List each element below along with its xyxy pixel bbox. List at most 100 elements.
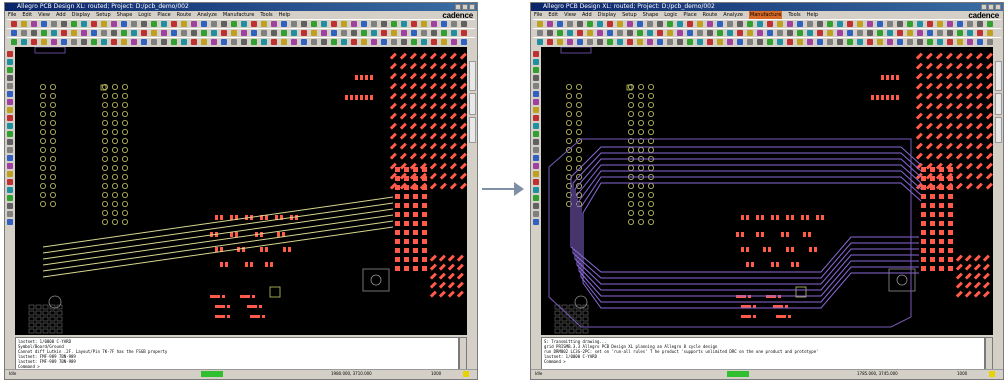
toolbar-icon[interactable] — [201, 21, 207, 27]
toolbar-icon[interactable] — [51, 39, 57, 45]
toolbar-icon[interactable] — [201, 39, 207, 45]
menu-display[interactable]: Display — [71, 12, 91, 18]
find-tab[interactable] — [469, 93, 476, 115]
toolbar-icon[interactable] — [221, 39, 227, 45]
side-tool-icon[interactable] — [7, 211, 13, 217]
toolbar-icon[interactable] — [817, 39, 823, 45]
toolbar-icon[interactable] — [877, 39, 883, 45]
toolbar-icon[interactable] — [31, 39, 37, 45]
toolbar-icon[interactable] — [371, 30, 377, 36]
toolbar-icon[interactable] — [797, 39, 803, 45]
toolbar-icon[interactable] — [111, 39, 117, 45]
options-tab[interactable] — [995, 61, 1002, 91]
toolbar-icon[interactable] — [361, 30, 367, 36]
toolbar-icon[interactable] — [231, 30, 237, 36]
toolbar-icon[interactable] — [301, 30, 307, 36]
toolbar-icon[interactable] — [61, 21, 67, 27]
visibility-tab[interactable] — [469, 117, 476, 143]
toolbar-icon[interactable] — [131, 21, 137, 27]
toolbar-icon[interactable] — [887, 39, 893, 45]
console-scrollbar[interactable] — [459, 337, 467, 371]
toolbar-icon[interactable] — [737, 21, 743, 27]
toolbar-icon[interactable] — [441, 39, 447, 45]
toolbar-icon[interactable] — [897, 39, 903, 45]
toolbar-icon[interactable] — [647, 21, 653, 27]
toolbar-icon[interactable] — [251, 30, 257, 36]
side-tool-icon[interactable] — [533, 187, 539, 193]
side-tool-icon[interactable] — [533, 147, 539, 153]
side-tool-icon[interactable] — [533, 179, 539, 185]
toolbar-icon[interactable] — [987, 39, 993, 45]
toolbar-icon[interactable] — [737, 30, 743, 36]
toolbar-icon[interactable] — [161, 30, 167, 36]
toolbar-icon[interactable] — [667, 21, 673, 27]
toolbar-icon[interactable] — [131, 30, 137, 36]
toolbar-icon[interactable] — [567, 39, 573, 45]
toolbar-icon[interactable] — [41, 39, 47, 45]
toolbar-icon[interactable] — [537, 21, 543, 27]
toolbar-icon[interactable] — [687, 39, 693, 45]
toolbar-icon[interactable] — [151, 30, 157, 36]
menu-tools[interactable]: Tools — [260, 12, 273, 18]
toolbar-icon[interactable] — [331, 30, 337, 36]
toolbar-icon[interactable] — [91, 39, 97, 45]
toolbar-icon[interactable] — [897, 30, 903, 36]
toolbar-icon[interactable] — [321, 21, 327, 27]
visibility-tab[interactable] — [995, 117, 1002, 143]
toolbar-icon[interactable] — [637, 39, 643, 45]
toolbar-icon[interactable] — [171, 21, 177, 27]
options-tab[interactable] — [469, 61, 476, 91]
toolbar-icon[interactable] — [747, 30, 753, 36]
toolbar-icon[interactable] — [597, 39, 603, 45]
toolbar-icon[interactable] — [867, 30, 873, 36]
toolbar-icon[interactable] — [401, 30, 407, 36]
toolbar-icon[interactable] — [81, 39, 87, 45]
menu-file[interactable]: File — [534, 12, 543, 18]
side-tool-icon[interactable] — [533, 123, 539, 129]
menu-setup[interactable]: Setup — [622, 12, 637, 18]
toolbar-icon[interactable] — [857, 21, 863, 27]
toolbar-icon[interactable] — [647, 30, 653, 36]
toolbar-icon[interactable] — [757, 39, 763, 45]
toolbar-icon[interactable] — [381, 21, 387, 27]
toolbar-icon[interactable] — [271, 30, 277, 36]
toolbar-icon[interactable] — [977, 30, 983, 36]
side-tool-icon[interactable] — [533, 131, 539, 137]
toolbar-icon[interactable] — [451, 39, 457, 45]
toolbar-icon[interactable] — [837, 30, 843, 36]
toolbar-icon[interactable] — [967, 39, 973, 45]
menu-edit[interactable]: Edit — [548, 12, 559, 18]
toolbar-icon[interactable] — [421, 21, 427, 27]
toolbar-icon[interactable] — [677, 21, 683, 27]
toolbar-icon[interactable] — [617, 39, 623, 45]
toolbar-icon[interactable] — [807, 21, 813, 27]
toolbar-icon[interactable] — [937, 30, 943, 36]
console-scrollbar[interactable] — [985, 337, 993, 371]
toolbar-icon[interactable] — [291, 39, 297, 45]
toolbar-icon[interactable] — [331, 21, 337, 27]
side-tool-icon[interactable] — [533, 51, 539, 57]
toolbar-icon[interactable] — [161, 39, 167, 45]
toolbar-icon[interactable] — [787, 30, 793, 36]
toolbar-icon[interactable] — [291, 21, 297, 27]
toolbar-icon[interactable] — [917, 21, 923, 27]
menu-shape[interactable]: Shape — [116, 12, 133, 18]
side-tool-icon[interactable] — [533, 219, 539, 225]
side-tool-icon[interactable] — [7, 179, 13, 185]
toolbar-icon[interactable] — [617, 21, 623, 27]
toolbar-icon[interactable] — [697, 21, 703, 27]
toolbar-icon[interactable] — [121, 39, 127, 45]
toolbar-icon[interactable] — [957, 39, 963, 45]
toolbar-icon[interactable] — [211, 30, 217, 36]
toolbar-icon[interactable] — [221, 21, 227, 27]
menu-view[interactable]: View — [564, 12, 576, 18]
toolbar-icon[interactable] — [987, 21, 993, 27]
toolbar-icon[interactable] — [431, 39, 437, 45]
toolbar-icon[interactable] — [807, 30, 813, 36]
toolbar-icon[interactable] — [391, 21, 397, 27]
toolbar-icon[interactable] — [547, 30, 553, 36]
toolbar-icon[interactable] — [747, 21, 753, 27]
side-tool-icon[interactable] — [7, 123, 13, 129]
toolbar-icon[interactable] — [131, 39, 137, 45]
toolbar-icon[interactable] — [637, 21, 643, 27]
